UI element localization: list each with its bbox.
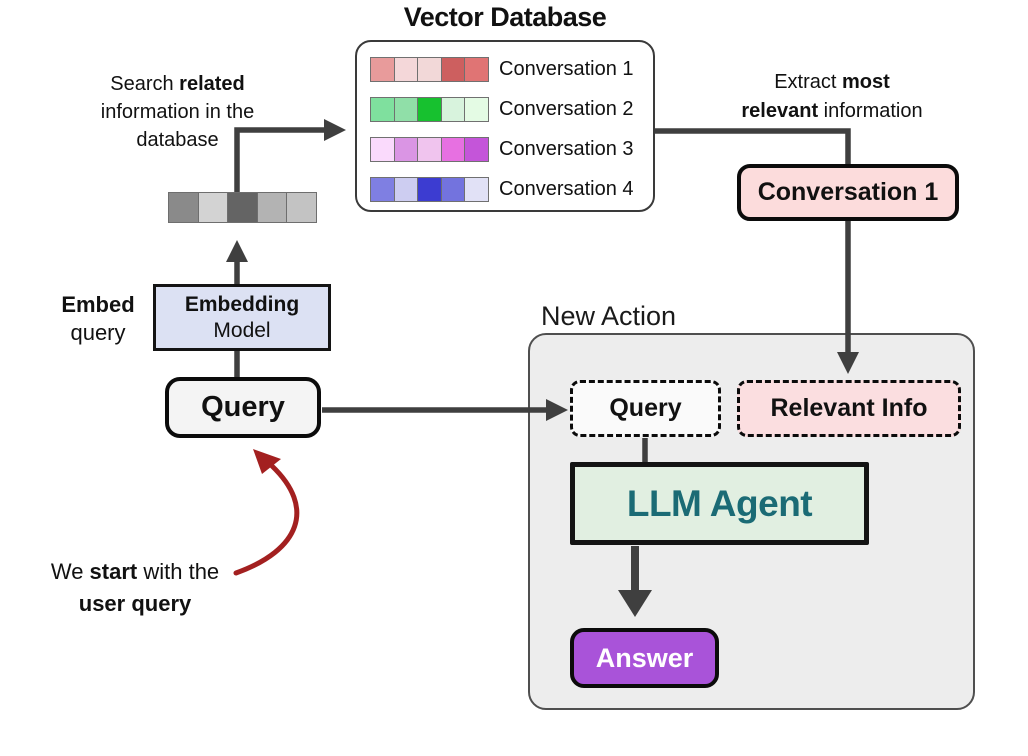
red-annotation-arrow bbox=[233, 463, 300, 576]
conversation-row-3: Conversation 3 bbox=[370, 137, 634, 162]
embedding-cell bbox=[197, 192, 229, 223]
extract-note: Extract most relevant information bbox=[741, 71, 923, 122]
query-embedding-vector bbox=[168, 192, 317, 223]
embedding-cell bbox=[440, 57, 466, 82]
embedding-cell bbox=[464, 177, 489, 202]
conversation-2-label: Conversation 2 bbox=[499, 98, 634, 120]
embedding-cell bbox=[440, 97, 466, 122]
embedding-model-box: Embedding Model bbox=[153, 284, 331, 351]
embedding-cell bbox=[370, 97, 395, 122]
conversation-row-4: Conversation 4 bbox=[370, 177, 634, 202]
embedding-cell bbox=[227, 192, 258, 223]
embed-query-note: Embed query bbox=[61, 292, 135, 345]
embedding-cell bbox=[440, 137, 466, 162]
vector-database-title: Vector Database bbox=[403, 2, 607, 32]
embedding-cell bbox=[417, 177, 442, 202]
conversation-3-label: Conversation 3 bbox=[499, 138, 634, 160]
embedding-cell bbox=[393, 137, 419, 162]
embedding-cell bbox=[168, 192, 199, 223]
embedding-cell bbox=[417, 97, 442, 122]
conversation-1-result-box: Conversation 1 bbox=[737, 164, 959, 221]
embedding-cells-row-2 bbox=[370, 97, 489, 122]
start-note: We start with the user query bbox=[50, 559, 220, 616]
embedding-cell bbox=[464, 137, 489, 162]
arrowhead-model-to-vector bbox=[226, 240, 248, 262]
conversation-1-label: Conversation 1 bbox=[499, 58, 634, 80]
embedding-cell bbox=[370, 177, 395, 202]
embedding-cell bbox=[393, 177, 419, 202]
relevant-info-box: Relevant Info bbox=[737, 380, 961, 437]
embedding-cells-row-3 bbox=[370, 137, 489, 162]
conversation-row-2: Conversation 2 bbox=[370, 97, 634, 122]
embedding-cells-row-1 bbox=[370, 57, 489, 82]
embedding-cell bbox=[286, 192, 317, 223]
red-annotation-arrowhead bbox=[253, 449, 281, 474]
embedding-cell bbox=[440, 177, 466, 202]
embedding-cell bbox=[417, 57, 442, 82]
answer-box: Answer bbox=[570, 628, 719, 688]
embedding-cell bbox=[417, 137, 442, 162]
embedding-cell bbox=[370, 57, 395, 82]
vector-database-box: Conversation 1 Conversation 2 Conversati… bbox=[355, 40, 655, 212]
embedding-cell bbox=[393, 97, 419, 122]
arrowhead-vector-to-database bbox=[324, 119, 346, 141]
embedding-cell bbox=[370, 137, 395, 162]
embedding-cells-row-4 bbox=[370, 177, 489, 202]
embedding-cell bbox=[393, 57, 419, 82]
embedding-cell bbox=[256, 192, 288, 223]
new-action-label: New Action bbox=[541, 301, 677, 331]
conversation-row-1: Conversation 1 bbox=[370, 57, 634, 82]
llm-agent-box: LLM Agent bbox=[570, 462, 869, 545]
embedding-cell bbox=[464, 57, 489, 82]
search-note: Search related information in the databa… bbox=[100, 73, 255, 151]
inner-query-box: Query bbox=[570, 380, 721, 437]
conversation-4-label: Conversation 4 bbox=[499, 178, 634, 200]
query-box: Query bbox=[165, 377, 321, 438]
embedding-cell bbox=[464, 97, 489, 122]
